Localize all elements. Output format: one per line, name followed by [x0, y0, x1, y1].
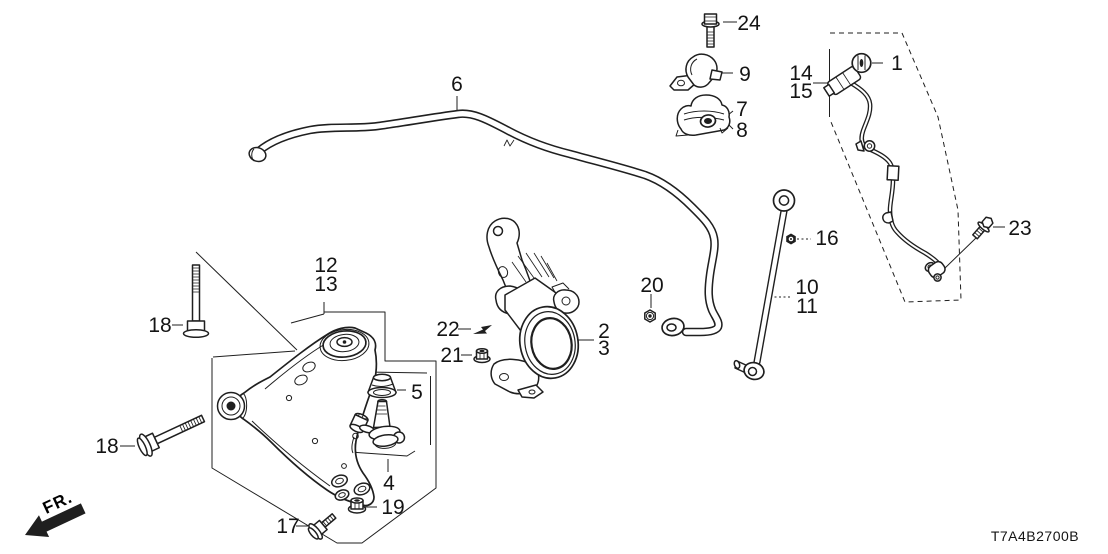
group-bracket-lower-arm [211, 302, 437, 544]
callout-8[interactable]: 8 [736, 119, 748, 142]
nut-16 [786, 233, 796, 245]
fr-direction-arrow: FR. [25, 488, 86, 538]
callout-7[interactable]: 7 [736, 98, 748, 121]
harness-connector [823, 65, 862, 97]
callout-3[interactable]: 3 [598, 337, 610, 360]
callout-5[interactable]: 5 [411, 381, 423, 404]
stabilizer-bar [248, 109, 723, 337]
nut-19 [347, 497, 367, 514]
callout-14[interactable]: 14 [789, 62, 813, 85]
ball-joint-boot [367, 373, 397, 399]
harness-clip [473, 325, 492, 334]
stabilizer-bushing-holder [669, 53, 723, 91]
stabilizer-bushing [675, 94, 731, 137]
callout-21[interactable]: 21 [440, 344, 463, 367]
callout-6[interactable]: 6 [451, 73, 463, 96]
abs-sensor-harness [823, 65, 946, 282]
callout-17[interactable]: 17 [276, 515, 299, 538]
flange-bolt-24 [701, 13, 720, 48]
bolt-18-lower [136, 414, 206, 457]
lower-arm [216, 326, 378, 507]
callout-24[interactable]: 24 [737, 12, 761, 35]
callout-16[interactable]: 16 [815, 227, 838, 250]
callout-19[interactable]: 19 [381, 496, 404, 519]
callout-22[interactable]: 22 [436, 318, 459, 341]
callout-1[interactable]: 1 [891, 52, 903, 75]
callout-13[interactable]: 13 [314, 273, 337, 296]
callout-18-lower[interactable]: 18 [95, 435, 118, 458]
nut-21 [473, 347, 491, 364]
diagram-code: T7A4B2700B [991, 528, 1079, 544]
leader-lines [120, 21, 1005, 527]
callout-18-upper[interactable]: 18 [148, 314, 171, 337]
grommet [851, 52, 872, 74]
callout-15[interactable]: 15 [789, 80, 812, 103]
callout-20[interactable]: 20 [640, 274, 663, 297]
nut-20 [644, 309, 656, 323]
dashed-box-abs-sensor [830, 32, 962, 303]
stabilizer-link [733, 189, 796, 381]
callout-4[interactable]: 4 [383, 472, 395, 495]
callouts: 1 2 3 4 5 6 7 8 9 10 11 12 13 14 15 16 1… [95, 12, 1031, 538]
bolt-17 [307, 513, 337, 540]
bolt-23 [972, 216, 994, 240]
callout-11[interactable]: 11 [796, 295, 818, 318]
callout-12[interactable]: 12 [314, 254, 337, 277]
callout-23[interactable]: 23 [1008, 217, 1031, 240]
knuckle [486, 217, 580, 399]
callout-10[interactable]: 10 [795, 276, 818, 299]
ball-joint [349, 398, 406, 454]
callout-9[interactable]: 9 [739, 63, 751, 86]
callout-2[interactable]: 2 [598, 320, 610, 343]
bolt-18-upper [182, 264, 210, 339]
